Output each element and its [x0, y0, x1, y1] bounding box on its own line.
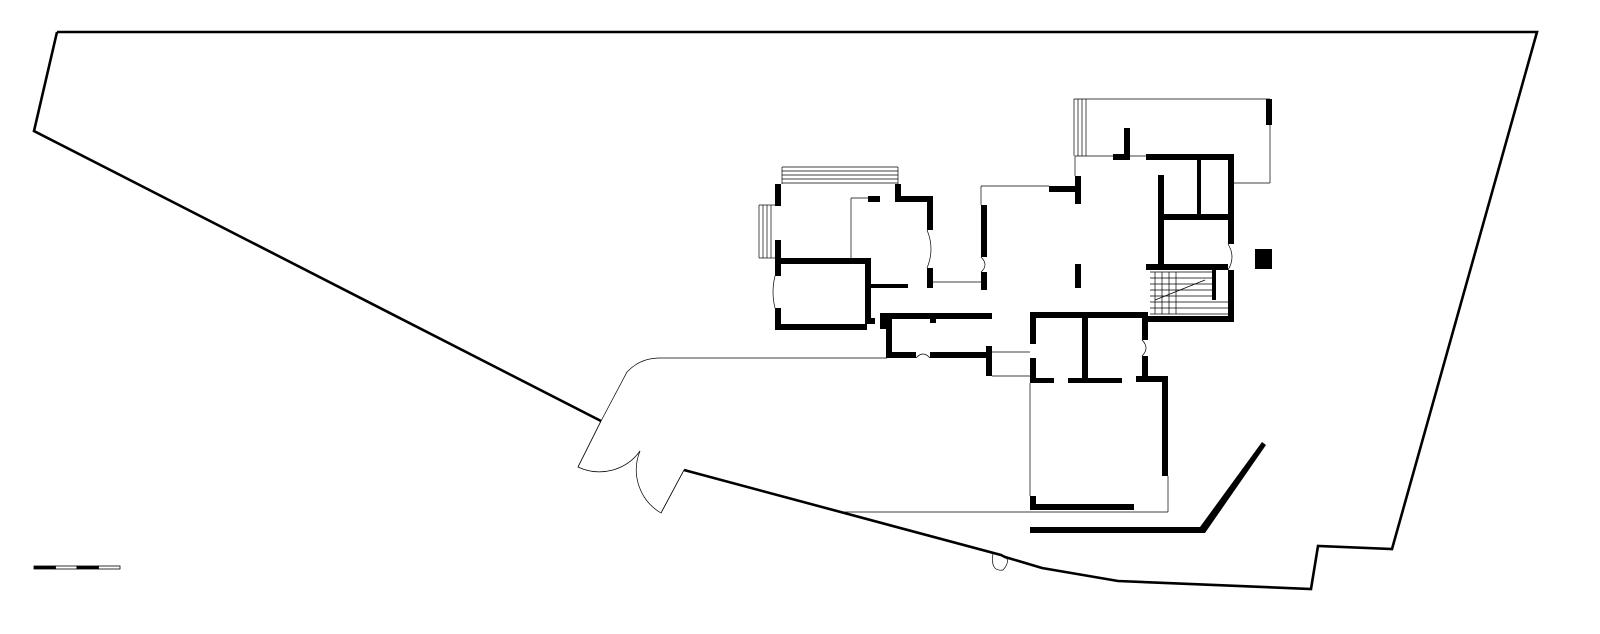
entrance-gate	[577, 420, 685, 514]
terrace	[1073, 98, 1272, 184]
chimney-block	[1255, 249, 1272, 269]
scale-bar-segment	[33, 565, 56, 570]
scale-bar-segment	[98, 565, 121, 570]
scale-bar	[33, 565, 121, 570]
garden-wall	[1030, 442, 1266, 533]
scale-bar-segment	[55, 565, 78, 570]
central-hall	[980, 128, 1146, 290]
scale-bar-segment	[76, 565, 99, 570]
east-wing	[1146, 154, 1234, 322]
driveway-outline	[600, 357, 1168, 513]
site-boundary	[32, 30, 1539, 591]
central-corridor	[880, 281, 1030, 377]
boundary-gate-small	[992, 552, 1008, 571]
south-east-rooms	[1029, 312, 1169, 512]
west-wing	[758, 166, 933, 330]
